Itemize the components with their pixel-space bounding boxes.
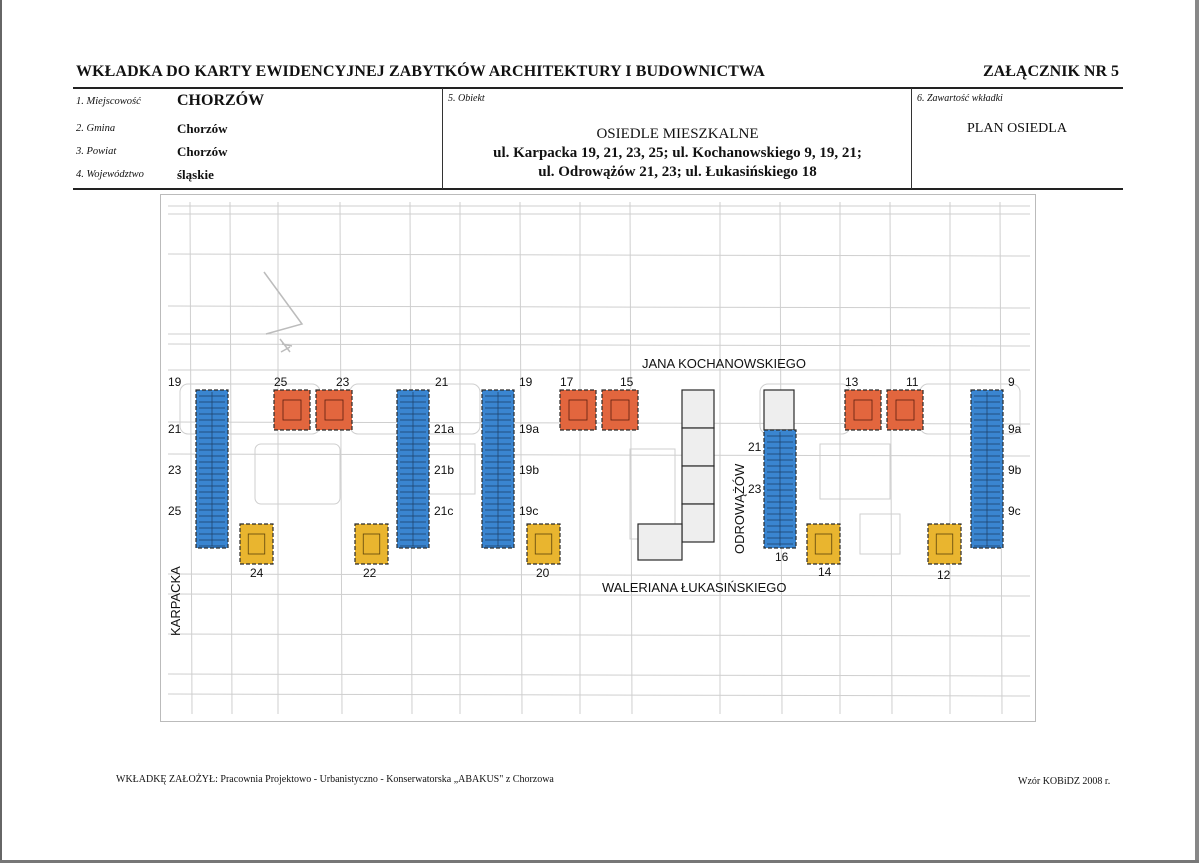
building-block-red: [315, 389, 353, 431]
obiekt-name: OSIEDLE MIESZKALNE: [596, 126, 759, 142]
building-floorplan-line: [324, 399, 344, 421]
wojewodztwo-label: 4. Województwo: [76, 169, 144, 180]
building-block-grey: [681, 465, 715, 505]
building-floorplan-line: [362, 533, 381, 555]
building-block-red: [559, 389, 597, 431]
building-floorplan-line: [935, 533, 954, 555]
header-bottom-rule: [73, 188, 1123, 190]
building-floorplan-line: [534, 533, 553, 555]
powiat-label: 3. Powiat: [76, 146, 117, 157]
building-block-grey: [681, 389, 715, 429]
obiekt-address-line-1: ul. Karpacka 19, 21, 23, 25; ul. Kochano…: [493, 145, 862, 161]
house-number-label: 15: [620, 375, 634, 389]
house-number-label: 19c: [519, 504, 538, 518]
building-block-yellow: [354, 523, 389, 565]
house-number-label: 12: [937, 568, 951, 582]
obiekt-address-line-2: ul. Odrowążów 21, 23; ul. Łukasińskiego …: [538, 164, 817, 180]
house-number-label: 20: [536, 566, 550, 580]
house-number-label: 21a: [434, 422, 454, 436]
house-number-label: 9b: [1008, 463, 1022, 477]
house-numbers: 19 21 23 25 25 23 21 21a 21b 21c 19 19a …: [168, 375, 1022, 582]
header-divider-2: [911, 88, 912, 189]
miejscowosc-value: CHORZÓW: [177, 92, 265, 109]
house-number-label: 19a: [519, 422, 539, 436]
house-number-label: 23: [748, 482, 762, 496]
house-number-label: 17: [560, 375, 574, 389]
street-karpacka: KARPACKA: [168, 566, 183, 636]
footer-author: WKŁADKĘ ZAŁOŻYŁ: Pracownia Projektowo - …: [116, 774, 554, 785]
house-number-label: 9a: [1008, 422, 1022, 436]
building-floorplan-line: [895, 399, 915, 421]
building-block-red: [844, 389, 882, 431]
street-lukasinskiego: WALERIANA ŁUKASIŃSKIEGO: [602, 580, 786, 595]
house-number-label: 16: [775, 550, 789, 564]
house-number-label: 19: [168, 375, 182, 389]
house-number-label: 21: [168, 422, 182, 436]
street-labels: JANA KOCHANOWSKIEGO WALERIANA ŁUKASIŃSKI…: [168, 356, 806, 636]
house-number-label: 19b: [519, 463, 539, 477]
plan-title: PLAN OSIEDLA: [967, 121, 1067, 136]
building-floorplan-line: [610, 399, 630, 421]
house-number-label: 9c: [1008, 504, 1021, 518]
page-edge-bottom: [0, 860, 1199, 863]
building-floorplan-line: [282, 399, 302, 421]
building-floorplan-line: [814, 533, 833, 555]
house-number-label: 9: [1008, 375, 1015, 389]
footer-template: Wzór KOBiDZ 2008 r.: [1018, 776, 1111, 787]
house-number-label: 24: [250, 566, 264, 580]
settlement-plan-map: JANA KOCHANOWSKIEGO WALERIANA ŁUKASIŃSKI…: [160, 194, 1036, 722]
house-number-label: 21b: [434, 463, 454, 477]
house-number-label: 22: [363, 566, 377, 580]
annex-number: ZAŁĄCZNIK NR 5: [982, 63, 1119, 80]
house-number-label: 25: [168, 504, 182, 518]
wojewodztwo-value: śląskie: [177, 167, 214, 182]
building-block-yellow: [927, 523, 962, 565]
gmina-label: 2. Gmina: [76, 123, 116, 134]
building-block-grey: [681, 427, 715, 467]
building-block-yellow: [806, 523, 841, 565]
basemap-lines: [167, 201, 1031, 715]
page-edge-left: [0, 0, 2, 863]
building-floorplan-line: [568, 399, 588, 421]
house-number-label: 25: [274, 375, 288, 389]
page-edge-right: [1195, 0, 1199, 863]
obiekt-label: 5. Obiekt: [448, 93, 485, 104]
street-odrowazow: ODROWĄŻÓW: [732, 463, 747, 554]
building-block-yellow: [239, 523, 274, 565]
gmina-value: Chorzów: [177, 121, 228, 136]
house-number-label: 21c: [434, 504, 453, 518]
building-block-grey: [763, 389, 795, 431]
zawartosc-label: 6. Zawartość wkładki: [917, 93, 1003, 104]
powiat-value: Chorzów: [177, 144, 228, 159]
building-block-red: [886, 389, 924, 431]
header-divider-1: [442, 88, 443, 189]
map-frame: [160, 194, 1036, 722]
house-number-label: 11: [906, 375, 919, 389]
building-block-red: [273, 389, 311, 431]
building-floorplan-line: [853, 399, 873, 421]
buildings-layer: [195, 389, 1004, 565]
header-top-rule: [73, 87, 1123, 89]
street-kochanowskiego: JANA KOCHANOWSKIEGO: [642, 356, 806, 371]
building-block-yellow: [526, 523, 561, 565]
house-number-label: 14: [818, 565, 832, 579]
document-title: WKŁADKA DO KARTY EWIDENCYJNEJ ZABYTKÓW A…: [76, 63, 765, 80]
house-number-label: 19: [519, 375, 533, 389]
miejscowosc-label: 1. Miejscowość: [76, 96, 141, 107]
house-number-label: 21: [748, 440, 762, 454]
north-arrow-icon: [263, 271, 304, 353]
house-number-label: 23: [336, 375, 350, 389]
building-floorplan-line: [247, 533, 266, 555]
building-block-grey: [637, 523, 683, 561]
house-number-label: 13: [845, 375, 859, 389]
house-number-label: 21: [435, 375, 449, 389]
building-block-grey: [681, 503, 715, 543]
house-number-label: 23: [168, 463, 182, 477]
building-block-red: [601, 389, 639, 431]
